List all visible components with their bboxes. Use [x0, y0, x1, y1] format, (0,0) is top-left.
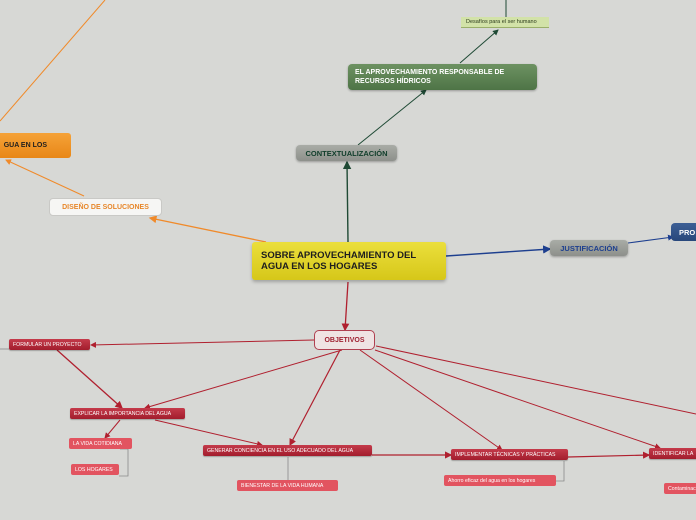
subtopic-bienestar[interactable]: BIENESTAR DE LA VIDA HUMANA [237, 480, 338, 491]
connector-objetivos-identificar [374, 349, 661, 450]
central-topic[interactable]: SOBRE APROVECHAMIENTO DEL AGUA EN LOS HO… [252, 242, 446, 280]
objective-generar-conciencia[interactable]: GENERAR CONCIENCIA EN EL USO ADECUADO DE… [203, 445, 372, 456]
connector-objetivos-formular [90, 339, 315, 348]
objective-implementar-tecnicas[interactable]: IMPLEMENTAR TÉCNICAS Y PRÁCTICAS [451, 449, 568, 460]
connector-objetivos-implementar [359, 349, 503, 451]
connector-agua-up [0, 0, 106, 122]
objective-formular-proyecto[interactable]: FORMULAR UN PROYECTO [9, 339, 90, 350]
topic-aprovechamiento-responsable[interactable]: EL APROVECHAMIENTO RESPONSABLE DE RECURS… [348, 64, 537, 90]
connector-objetivos-generar [289, 349, 341, 447]
connector-aprovechamiento-desafios [459, 29, 499, 64]
topic-pro-partial[interactable]: PRO [671, 223, 696, 241]
subtopic-vida-cotidiana[interactable]: LA VIDA COTIDIANA [69, 438, 132, 449]
connector-explicar-generar [154, 419, 263, 447]
connector-central-disenio [148, 215, 267, 243]
connector-central-objetivos [341, 281, 350, 332]
objective-explicar-importancia[interactable]: EXPLICAR LA IMPORTANCIA DEL AGUA [70, 408, 185, 419]
topic-justificacion[interactable]: JUSTIFICACIÓN [550, 240, 628, 256]
topic-objetivos[interactable]: OBJETIVOS [314, 330, 375, 350]
connector-contextualizacion-aprovechamiento [357, 89, 427, 146]
connector-objetivos-right [375, 345, 696, 415]
subtopic-los-hogares[interactable]: LOS HOGARES [71, 464, 119, 475]
connector-formular-explicar [56, 349, 123, 409]
connector-implementar-identificar [567, 451, 651, 459]
topic-agua-en-los-partial[interactable]: GUA EN LOS [0, 133, 71, 158]
connector-explicar-vida [104, 419, 121, 439]
subtopic-desafios[interactable]: Desafíos para el ser humano [461, 17, 549, 28]
connector-implementar-ahorro [556, 461, 565, 482]
subtopic-contaminacion-partial[interactable]: Contaminac [664, 483, 696, 494]
connector-vida-hogares [119, 448, 129, 477]
topic-disenio-de-soluciones[interactable]: DISEÑO DE SOLUCIONES [49, 198, 162, 216]
topic-contextualizacion[interactable]: CONTEXTUALIZACIÓN [296, 145, 397, 161]
objective-identificar-partial[interactable]: IDENTIFICAR LA [649, 448, 696, 459]
connector-central-contextualizacion [342, 160, 352, 243]
connector-disenio-agua [5, 159, 85, 197]
connector-objetivos-explicar [144, 349, 343, 410]
connector-justificacion-pro [627, 234, 674, 244]
connector-central-justificacion [445, 245, 552, 257]
subtopic-ahorro-eficaz[interactable]: Ahorro eficaz del agua en los hogares [444, 475, 556, 486]
